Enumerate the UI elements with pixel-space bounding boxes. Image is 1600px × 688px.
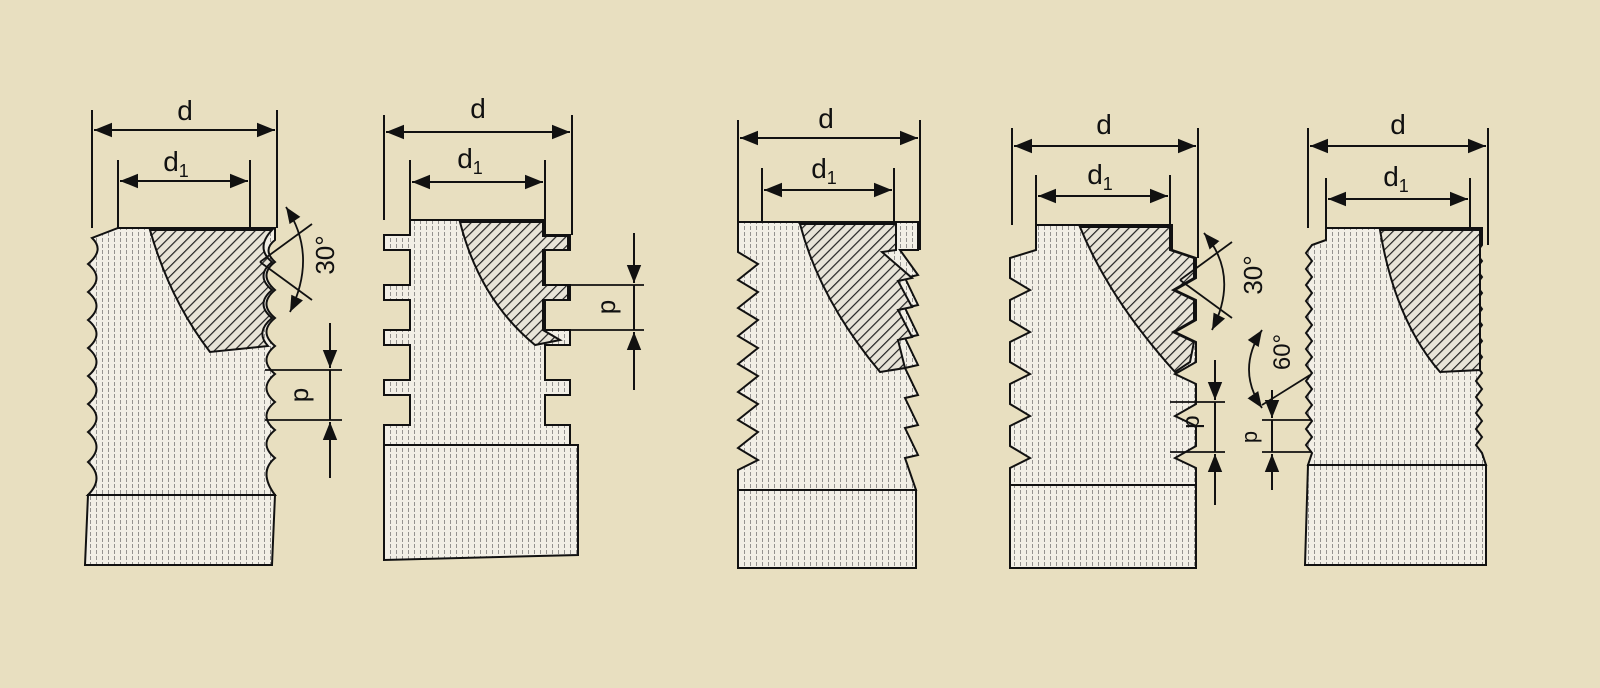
section-hatch [458, 221, 569, 347]
label-d1: d1 [457, 143, 483, 178]
figure-v-thread: d d1 60° p [1237, 109, 1489, 566]
figure-buttress-thread: d d1 [736, 103, 921, 569]
label-p: p [1237, 431, 1262, 443]
dimension-p: p [265, 323, 342, 478]
section-hatch [798, 223, 915, 374]
figure-square-thread: d d1 p [383, 93, 644, 562]
dimension-d: d [91, 95, 278, 228]
bolt-shank [1009, 484, 1197, 569]
label-d: d [1390, 109, 1406, 140]
dimension-d1: d1 [1035, 159, 1171, 225]
label-d1: d1 [811, 153, 837, 188]
label-d1: d1 [1383, 161, 1409, 196]
label-d1: d1 [163, 146, 189, 181]
dimension-angle-30: 30° [259, 206, 340, 313]
label-angle-60: 60° [1269, 334, 1296, 370]
bolt-shank [383, 444, 579, 562]
label-d1: d1 [1087, 159, 1113, 194]
dimension-d: d [737, 103, 921, 250]
dimension-d1: d1 [761, 153, 895, 222]
label-d: d [818, 103, 834, 134]
label-d: d [1096, 109, 1112, 140]
label-angle-30: 30° [1238, 255, 1268, 294]
figure-trapezoidal-thread: d d1 30° p [1009, 109, 1268, 569]
bolt-shank [1303, 464, 1487, 566]
dimension-d: d [383, 93, 573, 235]
label-angle-30: 30° [310, 235, 340, 274]
label-p: p [1178, 415, 1205, 428]
bolt-shank [737, 489, 917, 569]
dimension-angle-60: 60° [1247, 329, 1311, 409]
dimension-d1: d1 [409, 143, 546, 220]
dimension-d: d [1011, 109, 1199, 258]
dimension-p: p [1170, 360, 1225, 505]
bolt-shank [83, 494, 277, 566]
label-d: d [177, 95, 193, 126]
dimension-p: p [548, 233, 644, 390]
dimension-d1: d1 [1325, 161, 1471, 228]
section-hatch [1078, 226, 1196, 374]
dimension-p: p [1237, 390, 1312, 490]
section-hatch [1378, 229, 1481, 374]
dimension-angle-30: 30° [1179, 232, 1268, 331]
dimension-d: d [1307, 109, 1489, 245]
figure-round-thread: d d1 30° p [83, 95, 342, 566]
dimension-d1: d1 [117, 146, 251, 228]
label-p: p [591, 300, 621, 314]
label-d: d [470, 93, 486, 124]
section-hatch [148, 229, 275, 354]
label-p: p [284, 388, 314, 402]
